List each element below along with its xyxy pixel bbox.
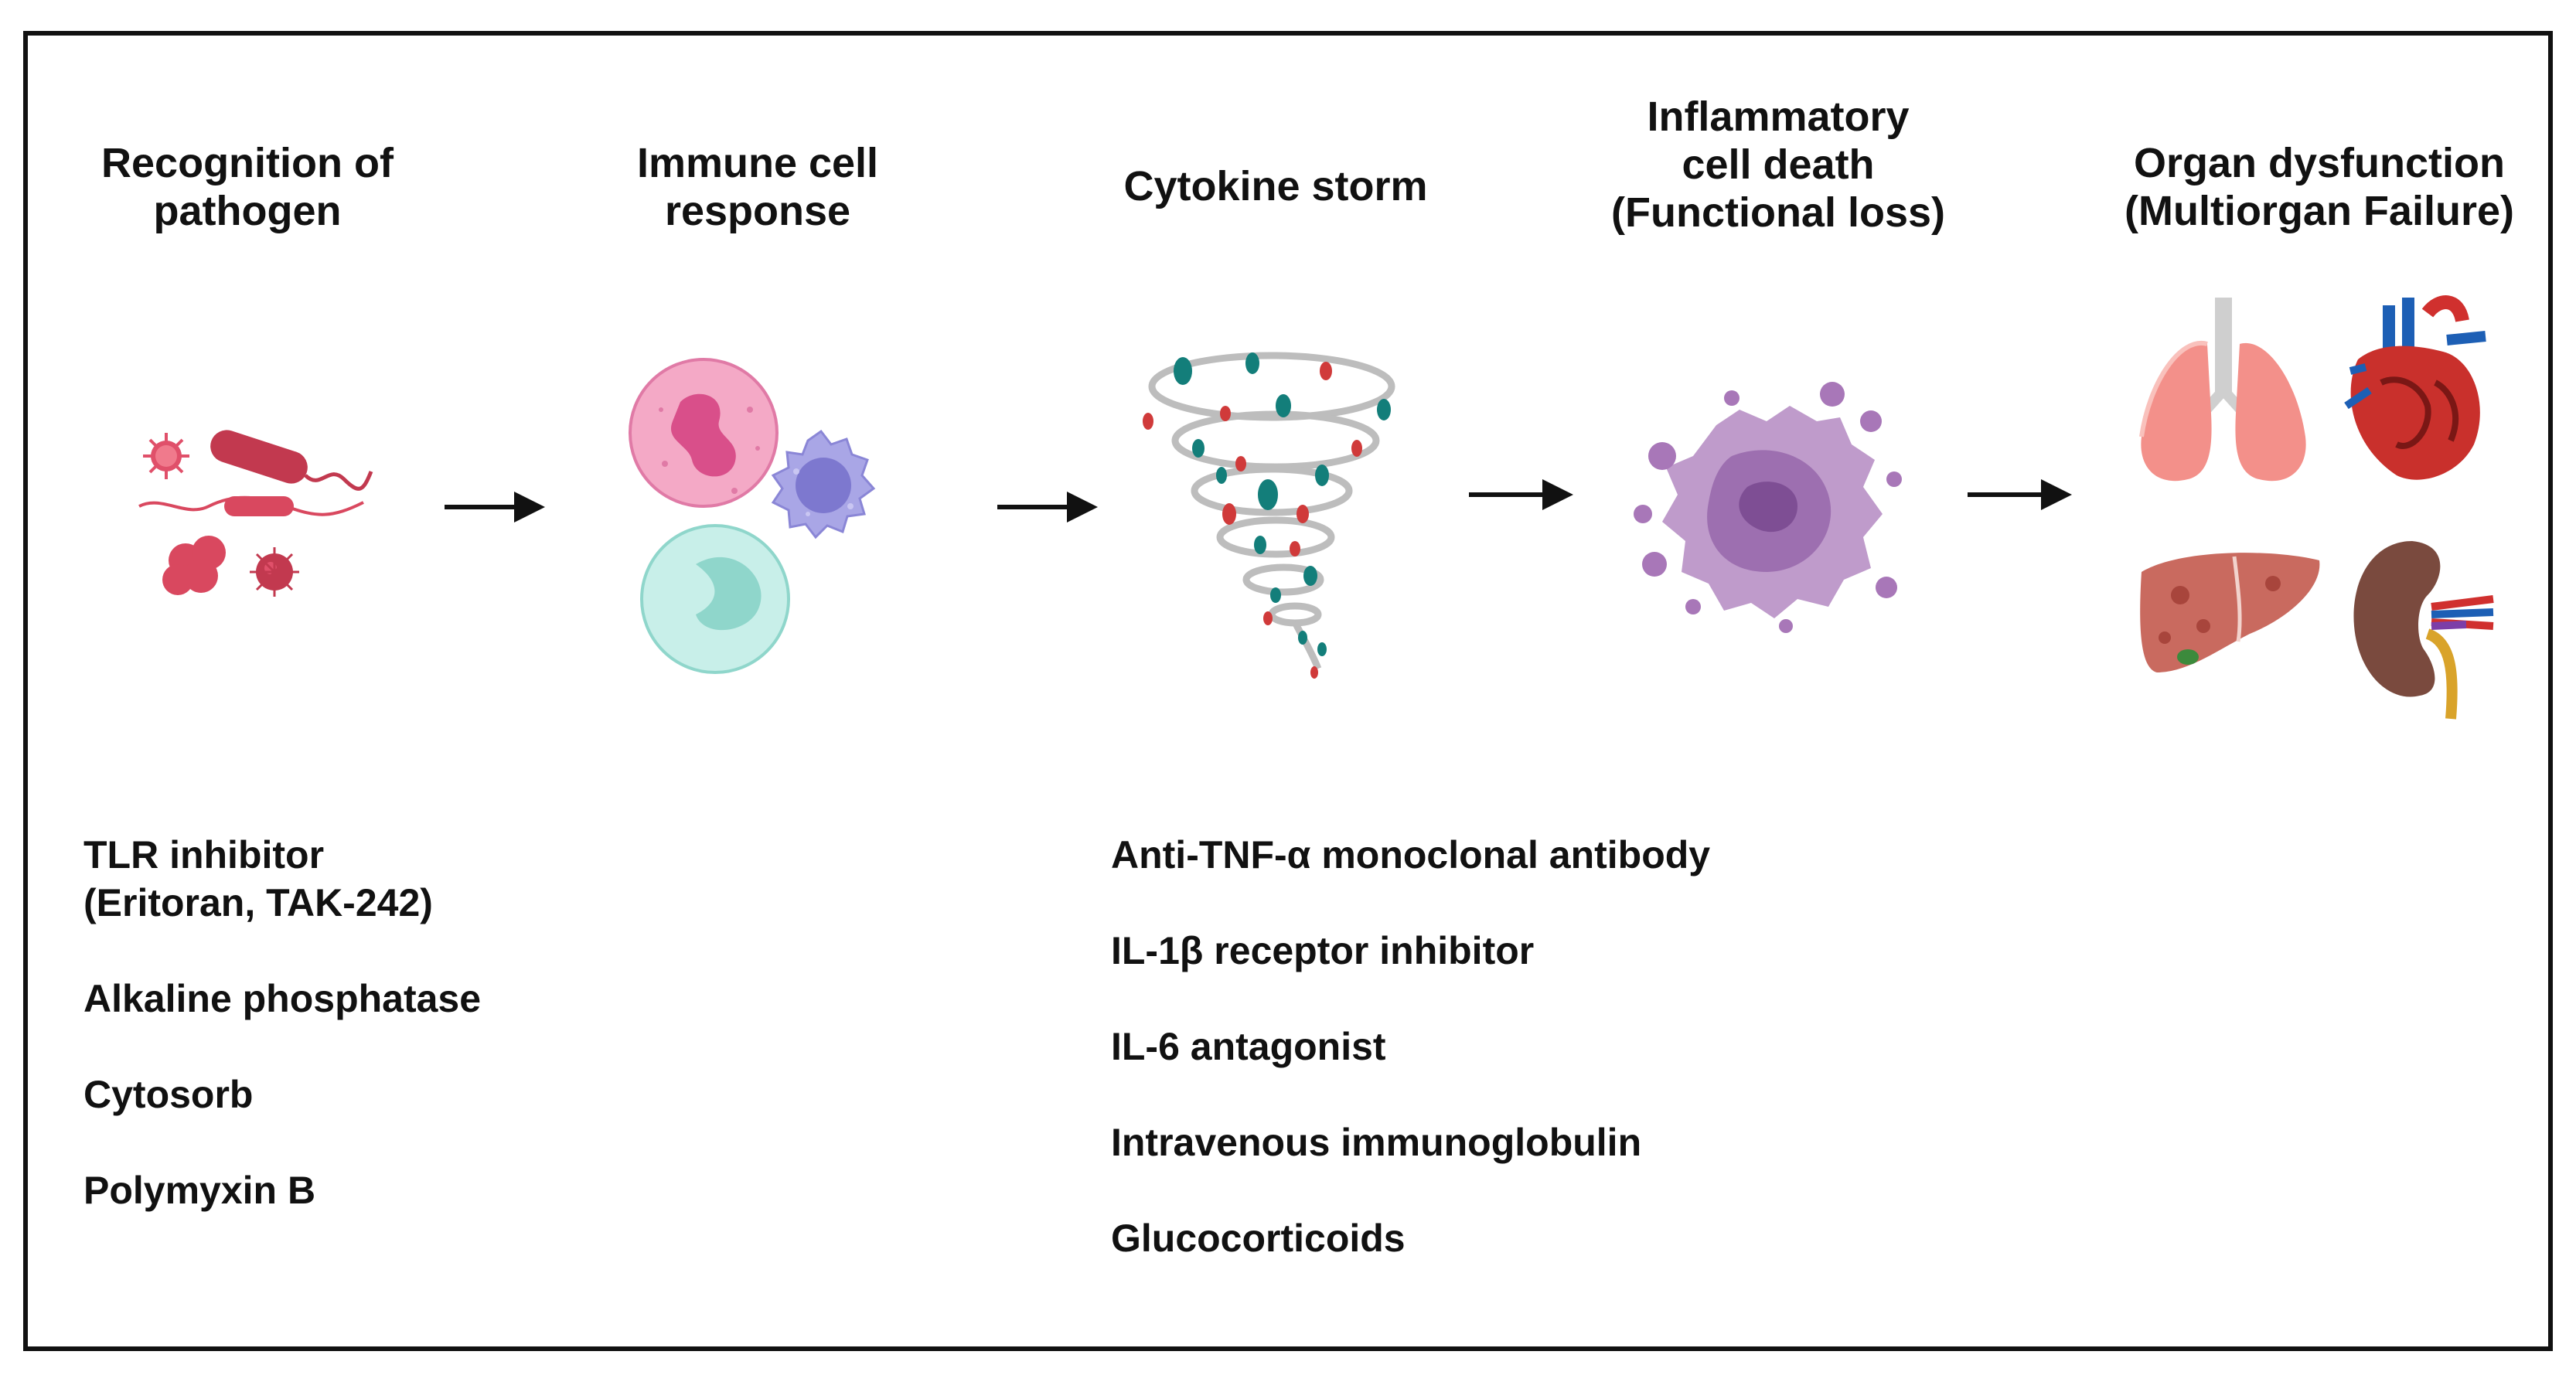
therapy-item: Glucocorticoids (1111, 1217, 1406, 1260)
stage-title-immune-response: Immune cell response (636, 140, 879, 234)
arrow-4 (1968, 479, 2072, 510)
diagram-frame (23, 31, 2553, 1351)
arrow-1 (445, 492, 545, 523)
stage-title-cytokine-storm: Cytokine storm (1123, 163, 1428, 209)
therapy-item: IL-6 antagonist (1111, 1025, 1386, 1068)
therapy-item: TLR inhibitor (Eritoran, TAK-242) (83, 833, 433, 924)
lungs-icon (2139, 298, 2306, 482)
therapy-item: IL-1β receptor inhibitor (1111, 929, 1535, 972)
therapy-item: Alkaline phosphatase (83, 977, 482, 1020)
pathogen-cluster-icon (138, 430, 373, 597)
heart-icon (2344, 295, 2486, 480)
cytokine-tornado-icon (1143, 352, 1395, 679)
stage-title-organ-dysfunction: Organ dysfunction (Multiorgan Failure) (2125, 140, 2514, 234)
therapy-item: Anti-TNF-α monoclonal antibody (1111, 833, 1711, 877)
liver-icon (2140, 553, 2320, 672)
therapy-item: Polymyxin B (83, 1169, 316, 1212)
arrow-3 (1469, 479, 1573, 510)
therapy-list-left: TLR inhibitor (Eritoran, TAK-242) Alkali… (83, 831, 934, 1214)
therapy-list-right: Anti-TNF-α monoclonal antibody IL-1β rec… (1111, 831, 2271, 1262)
therapy-item: Cytosorb (83, 1073, 254, 1116)
stage-title-recognition: Recognition of pathogen (101, 140, 394, 234)
immune-cells-icon (629, 358, 876, 674)
therapy-item: Intravenous immunoglobulin (1111, 1121, 1642, 1164)
kidney-icon (2353, 541, 2494, 720)
dying-cell-icon (1634, 382, 1902, 633)
stage-title-inflammatory-death: Inflammatory cell death (Functional loss… (1611, 94, 1945, 236)
arrow-2 (997, 492, 1098, 523)
